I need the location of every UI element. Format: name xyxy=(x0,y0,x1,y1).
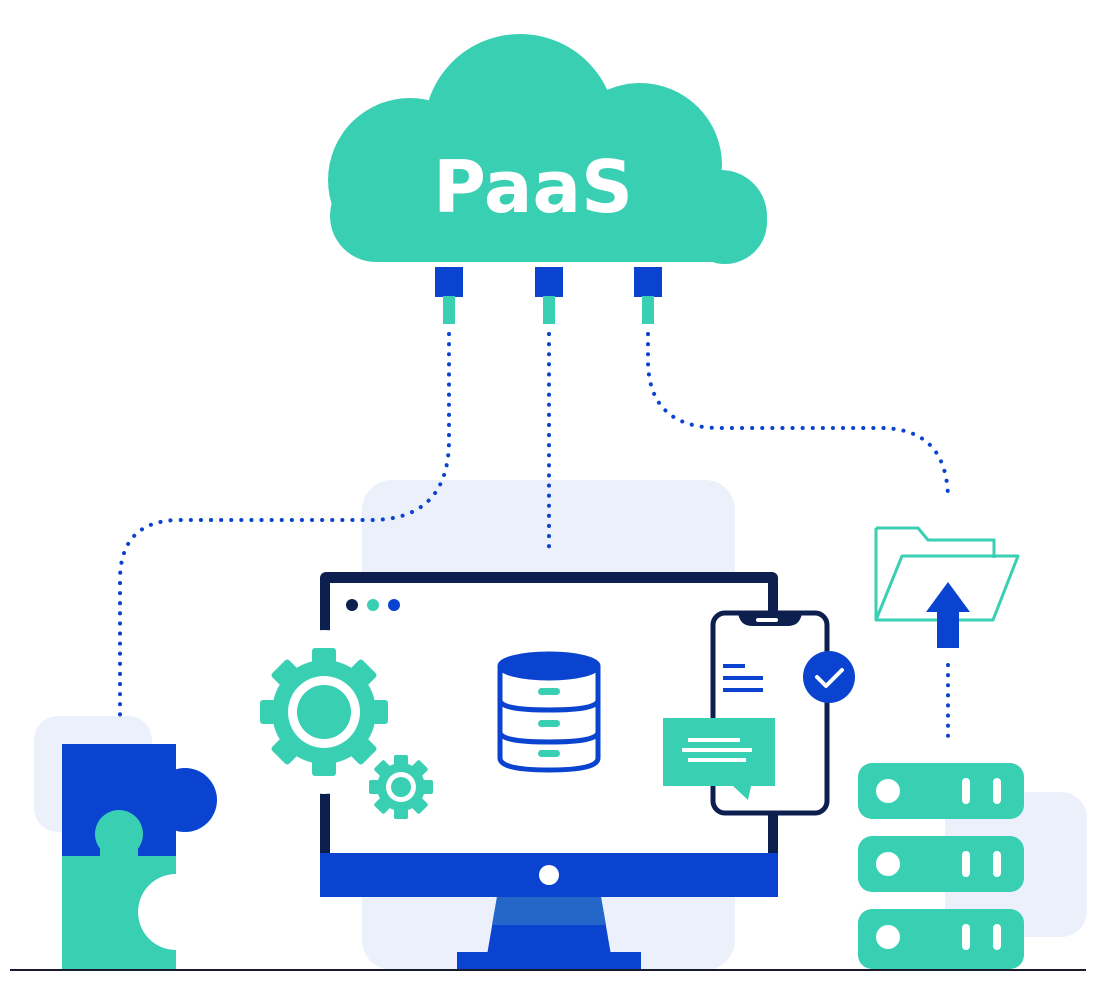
floor-line xyxy=(10,969,1086,971)
database-icon xyxy=(497,651,601,773)
gear-icon xyxy=(242,630,406,794)
chat-bubble-icon xyxy=(663,718,775,800)
server-rack-icon xyxy=(858,763,1024,969)
dotted-connection-lines xyxy=(118,332,950,747)
cloud-icon xyxy=(328,34,767,264)
small-gear-icon xyxy=(363,749,439,825)
check-circle-icon xyxy=(803,651,855,703)
plug-connector-icon xyxy=(435,267,662,324)
puzzle-piece-icon xyxy=(60,744,217,973)
cloud-label: PaaS xyxy=(433,145,633,229)
arrow-up-icon xyxy=(926,582,970,648)
